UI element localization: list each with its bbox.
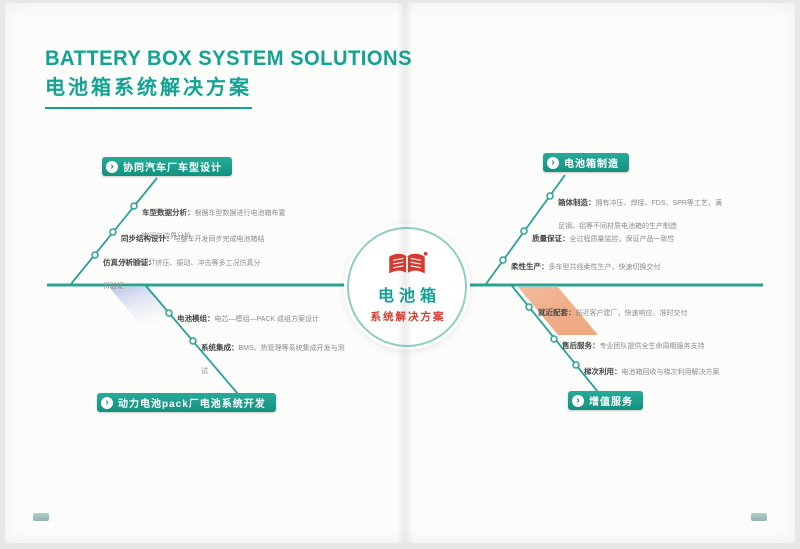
note-body: BMS、热管理等系统集成开发与测试 xyxy=(201,345,345,376)
center-subtitle: 系统解决方案 xyxy=(370,310,446,323)
center-title: 电池箱 xyxy=(377,287,441,305)
note-title: 电池模组： xyxy=(177,314,215,323)
note-body: 根据车型数据进行电池箱布置空间与边界分析 xyxy=(142,210,286,241)
arrow-circle-icon: › xyxy=(106,160,118,173)
note-box-manufacturing-1: 箱体制造：拥有冲压、焊接、FDS、SPR等工艺，满足钢、铝等不同材质电池箱的生产… xyxy=(558,189,726,235)
page-number-mark-right xyxy=(751,513,767,521)
note-title: 系统集成： xyxy=(201,343,239,352)
brochure-page: BATTERY BOX SYSTEM SOLUTIONS 电池箱系统解决方案 xyxy=(5,3,795,543)
note-title: 售后服务： xyxy=(562,341,600,350)
arrow-circle-icon: › xyxy=(547,156,559,169)
note-value-added-1: 就近配套：贴近客户建厂，快速响应、准时交付 xyxy=(538,299,688,322)
note-body: 贴近客户建厂，快速响应、准时交付 xyxy=(575,310,688,317)
branch-badge-value-added-service: › 增值服务 xyxy=(568,391,643,410)
note-vehicle-design-1: 车型数据分析：根据车型数据进行电池箱布置空间与边界分析 xyxy=(142,199,292,245)
red-open-book-logo-icon xyxy=(389,251,428,273)
note-box-manufacturing-2: 质量保证：全过程质量监控，保证产品一致性 xyxy=(532,225,692,248)
note-title: 仿真分析验证： xyxy=(103,258,156,267)
center-hub-circle: 电池箱 系统解决方案 xyxy=(347,227,467,347)
branch-badge-label: 动力电池pack厂电池系统开发 xyxy=(118,399,266,410)
note-title: 箱体制造： xyxy=(558,198,596,207)
note-body: 挤压、振动、冲击等多工况仿真分析验证 xyxy=(103,260,261,291)
branch-badge-vehicle-design: › 协同汽车厂车型设计 xyxy=(102,157,232,176)
branch-badge-pack-development: › 动力电池pack厂电池系统开发 xyxy=(97,393,276,412)
note-title: 质量保证： xyxy=(532,234,570,243)
note-title: 同步结构设计： xyxy=(121,234,174,243)
note-title: 梯次利用： xyxy=(584,367,622,376)
branch-badge-label: 电池箱制造 xyxy=(564,159,619,170)
note-value-added-2: 售后服务：专业团队提供全生命周期服务支持 xyxy=(562,332,712,355)
branch-badge-box-manufacturing: › 电池箱制造 xyxy=(543,153,629,172)
page-number-mark-left xyxy=(33,513,49,521)
note-box-manufacturing-3: 柔性生产：多车型共线柔性生产，快速切换交付 xyxy=(511,253,671,276)
branch-badge-label: 协同汽车厂车型设计 xyxy=(123,163,222,174)
arrow-circle-icon: › xyxy=(101,396,113,409)
note-body: 与整车开发同步完成电池箱结构方案设计 xyxy=(121,236,265,267)
arrow-circle-icon: › xyxy=(572,394,584,407)
note-pack-development-1: 电池模组：电芯—模组—PACK 成组方案设计 xyxy=(177,305,327,328)
note-title: 柔性生产： xyxy=(511,262,549,271)
note-body: 多车型共线柔性生产，快速切换交付 xyxy=(548,264,661,271)
note-pack-development-2: 系统集成：BMS、热管理等系统集成开发与测试 xyxy=(201,334,351,380)
branch-badge-label: 增值服务 xyxy=(589,397,633,408)
note-title: 车型数据分析： xyxy=(142,208,195,217)
page-title-en: BATTERY BOX SYSTEM SOLUTIONS xyxy=(45,47,413,70)
note-body: 拥有冲压、焊接、FDS、SPR等工艺，满足钢、铝等不同材质电池箱的生产制造 xyxy=(558,200,722,231)
note-value-added-3: 梯次利用：电池箱回收与梯次利用解决方案 xyxy=(584,358,724,381)
note-body: 全过程质量监控，保证产品一致性 xyxy=(569,236,675,243)
note-body: 专业团队提供全生命周期服务支持 xyxy=(599,343,705,350)
note-vehicle-design-3: 仿真分析验证：挤压、振动、冲击等多工况仿真分析验证 xyxy=(103,249,263,295)
note-title: 就近配套： xyxy=(538,308,576,317)
note-vehicle-design-2: 同步结构设计：与整车开发同步完成电池箱结构方案设计 xyxy=(121,225,271,271)
page-title-zh: 电池箱系统解决方案 xyxy=(45,71,252,109)
note-body: 电芯—模组—PACK 成组方案设计 xyxy=(214,316,320,323)
note-body: 电池箱回收与梯次利用解决方案 xyxy=(621,369,720,376)
